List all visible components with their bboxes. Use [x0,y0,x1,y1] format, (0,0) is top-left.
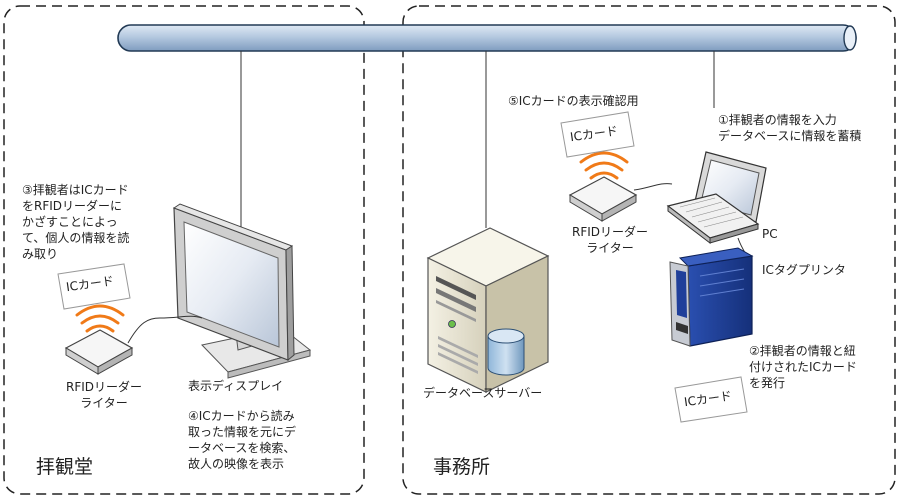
reader-left-label: RFIDリーダー ライター [66,380,143,410]
database-server [426,227,550,393]
annotation-step2: ②拝観者の情報と紐 付けされたICカード を発行 [749,344,857,390]
display-monitor [172,203,312,379]
ic-tag-printer [669,247,754,347]
annotation-step3: ③拝観者はICカード をRFIDリーダーに かざすことによっ て、個人の情報を読… [22,183,130,261]
database-cylinder-icon [487,328,525,376]
reader-right-label: RFIDリーダー ライター [572,225,649,255]
cable-reader-left [127,315,203,344]
annotation-step4: ④ICカードから読み 取った情報を元にデ ータベースを検索、 故人の映像を表示 [188,409,297,471]
zone-right-title: 事務所 [433,456,491,478]
wave-icon-left [75,304,125,333]
wave-icon-right [579,151,629,180]
db-server-label: データベースサーバー [423,386,543,400]
annotation-step1: ①拝観者の情報を入力 データベースに情報を蓄積 [718,113,862,143]
network-bus [117,24,857,52]
zone-right-frame [402,5,896,495]
annotation-step5: ⑤ICカードの表示確認用 [508,94,639,108]
rfid-reader-right [568,176,638,222]
tag-printer-label: ICタグプリンタ [762,263,846,277]
ic-card-top-shape [560,111,635,158]
display-label: 表示ディスプレイ [188,379,284,393]
laptop-pc [666,151,767,245]
cable-reader-right [633,183,673,191]
ic-card-bottom-shape [674,376,748,423]
rfid-reader-left [64,329,134,375]
zone-left-title: 拝観堂 [36,456,94,478]
zone-left-frame [3,5,365,495]
pc-label: PC [762,227,778,241]
ic-card-left-shape [57,263,131,310]
